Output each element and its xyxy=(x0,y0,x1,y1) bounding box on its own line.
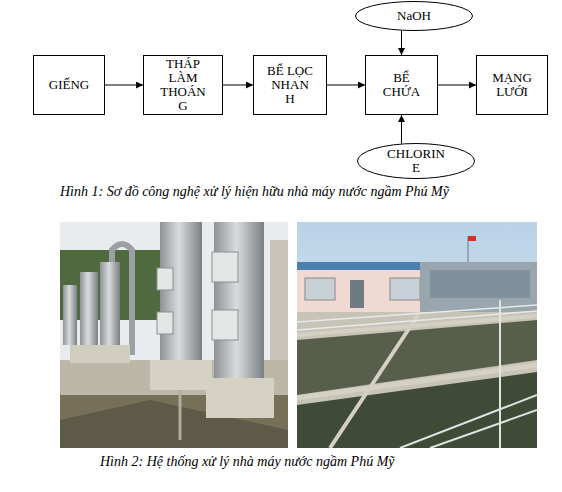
process-box: MẠNG LƯỚI xyxy=(476,55,548,115)
chemical-ellipse: NaOH xyxy=(355,1,473,31)
node-label: GIẾNG xyxy=(49,78,89,92)
flow-arrow xyxy=(438,85,476,86)
figure-caption: Hình 1: Sơ đồ công nghệ xử lý hiện hữu n… xyxy=(60,184,449,200)
figure-caption: Hình 2: Hệ thống xử lý nhà máy nước ngầm… xyxy=(100,454,395,470)
node-label: BỂ LỌC NHANH xyxy=(267,64,313,106)
process-box: BỂ LỌC NHANH xyxy=(253,55,327,115)
node-label: MẠNG LƯỚI xyxy=(489,71,535,99)
node-label: NaOH xyxy=(397,9,431,23)
node-label: BỂ CHỨA xyxy=(379,71,425,99)
flow-arrow xyxy=(401,115,402,144)
tank-photo xyxy=(297,222,537,448)
flow-arrow xyxy=(401,31,402,55)
process-box: BỂ CHỨA xyxy=(365,55,438,115)
node-label: THÁP LÀM THOÁNG xyxy=(160,57,206,113)
flow-arrow xyxy=(327,85,365,86)
process-box: THÁP LÀM THOÁNG xyxy=(143,55,223,115)
node-label: CHLORINE xyxy=(386,147,446,175)
chemical-ellipse: CHLORINE xyxy=(357,143,475,179)
tower-photo xyxy=(60,222,288,448)
flow-arrow xyxy=(223,85,253,86)
flow-arrow xyxy=(105,85,143,86)
process-box: GIẾNG xyxy=(33,55,105,115)
